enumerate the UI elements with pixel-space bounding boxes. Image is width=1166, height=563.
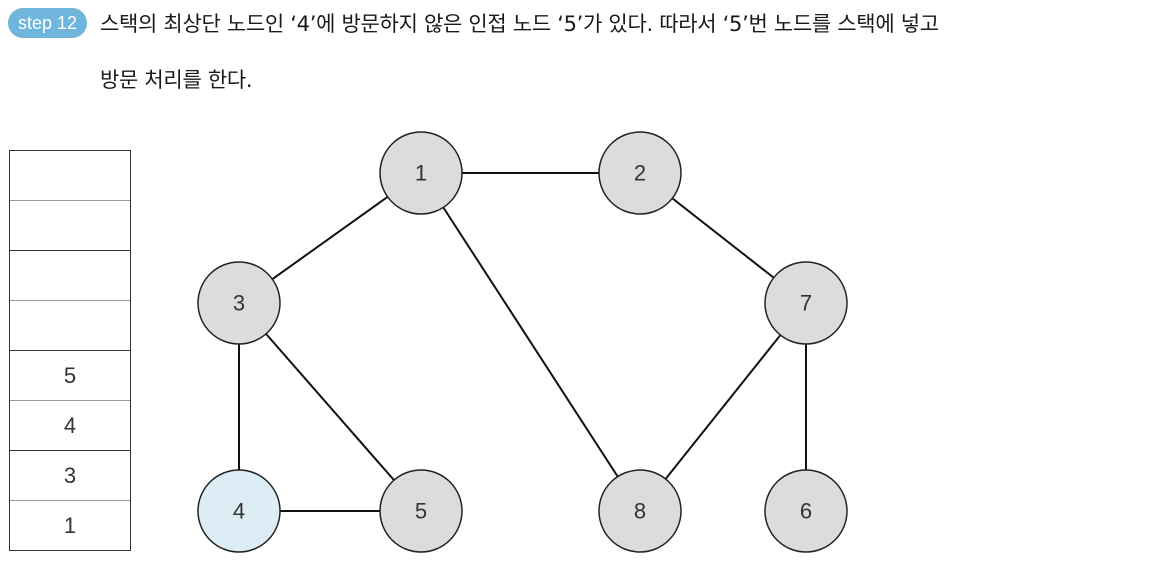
stack-cell: 4 [10, 401, 130, 451]
graph-node-7: 7 [764, 261, 848, 345]
node-label: 3 [233, 291, 245, 316]
graph-node-1: 1 [379, 131, 463, 215]
step-badge: step 12 [8, 8, 88, 38]
stack-cell [10, 301, 130, 351]
stack: 5 4 3 1 [9, 150, 131, 551]
step-description-line-2: 방문 처리를 한다. [100, 68, 253, 92]
node-label: 6 [800, 499, 812, 524]
graph-node-2: 2 [598, 131, 682, 215]
graph-edges [238, 172, 807, 512]
graph-node-6: 6 [764, 469, 848, 553]
edge-3-5 [238, 302, 422, 512]
node-label: 4 [233, 499, 245, 524]
edge-1-8 [420, 172, 641, 512]
node-circle [764, 469, 848, 553]
graph-node-3: 3 [197, 261, 281, 345]
stack-cell [10, 251, 130, 301]
node-label: 5 [415, 499, 427, 524]
node-circle [764, 261, 848, 345]
graph-node-4: 4 [197, 469, 281, 553]
node-label: 8 [634, 499, 646, 524]
node-circle [379, 469, 463, 553]
node-circle [598, 131, 682, 215]
stack-cell: 3 [10, 451, 130, 501]
node-circle [379, 131, 463, 215]
node-circle [598, 469, 682, 553]
graph-nodes: 1 2 3 4 5 6 7 8 [197, 131, 848, 553]
node-label: 2 [634, 161, 646, 186]
edge-7-8 [639, 302, 807, 512]
step-description-line-1: 스택의 최상단 노드인 ‘4’에 방문하지 않은 인접 노드 ‘5’가 있다. … [100, 12, 939, 36]
stack-cell: 1 [10, 501, 130, 551]
node-label: 7 [800, 291, 812, 316]
stack-cell: 5 [10, 351, 130, 401]
graph-node-8: 8 [598, 469, 682, 553]
node-circle [197, 261, 281, 345]
node-circle [197, 469, 281, 553]
node-label: 1 [415, 161, 427, 186]
graph-node-5: 5 [379, 469, 463, 553]
stack-cell [10, 201, 130, 251]
stack-cell [10, 151, 130, 201]
